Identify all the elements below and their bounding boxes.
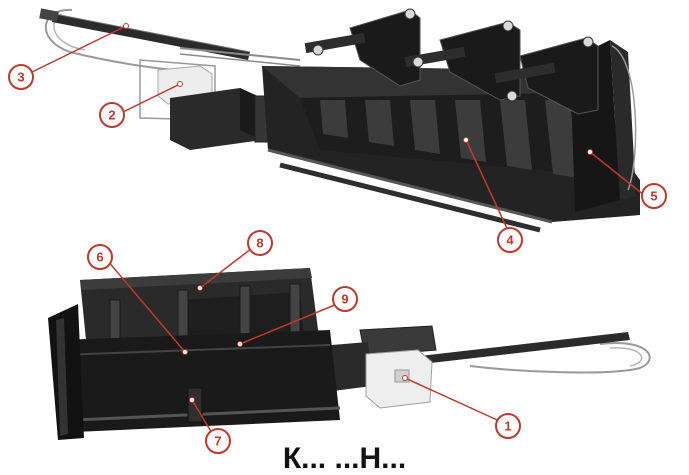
callout-1: 1 [495, 413, 521, 439]
callout-4: 4 [497, 227, 523, 253]
callouts: 3 2 4 5 6 7 8 9 [8, 23, 667, 454]
callout-8: 8 [247, 230, 273, 256]
callout-2-number: 2 [108, 108, 115, 123]
callout-7: 7 [205, 428, 231, 454]
callout-5-number: 5 [650, 189, 657, 204]
callout-2: 2 [99, 102, 125, 128]
callout-5: 5 [641, 183, 667, 209]
callout-7-number: 7 [214, 434, 221, 449]
callout-6: 6 [87, 244, 113, 270]
callout-9: 9 [332, 286, 358, 312]
callout-8-number: 8 [256, 236, 263, 251]
callout-6-number: 6 [96, 250, 103, 265]
callout-1-number: 1 [504, 419, 511, 434]
callout-3-number: 3 [17, 70, 24, 85]
diagram-caption: К... ...Н... [282, 442, 407, 475]
bottom-assembly [48, 268, 651, 440]
callout-4-number: 4 [506, 233, 514, 248]
top-assembly [39, 8, 640, 233]
callout-3: 3 [8, 64, 34, 90]
callout-9-number: 9 [341, 292, 348, 307]
